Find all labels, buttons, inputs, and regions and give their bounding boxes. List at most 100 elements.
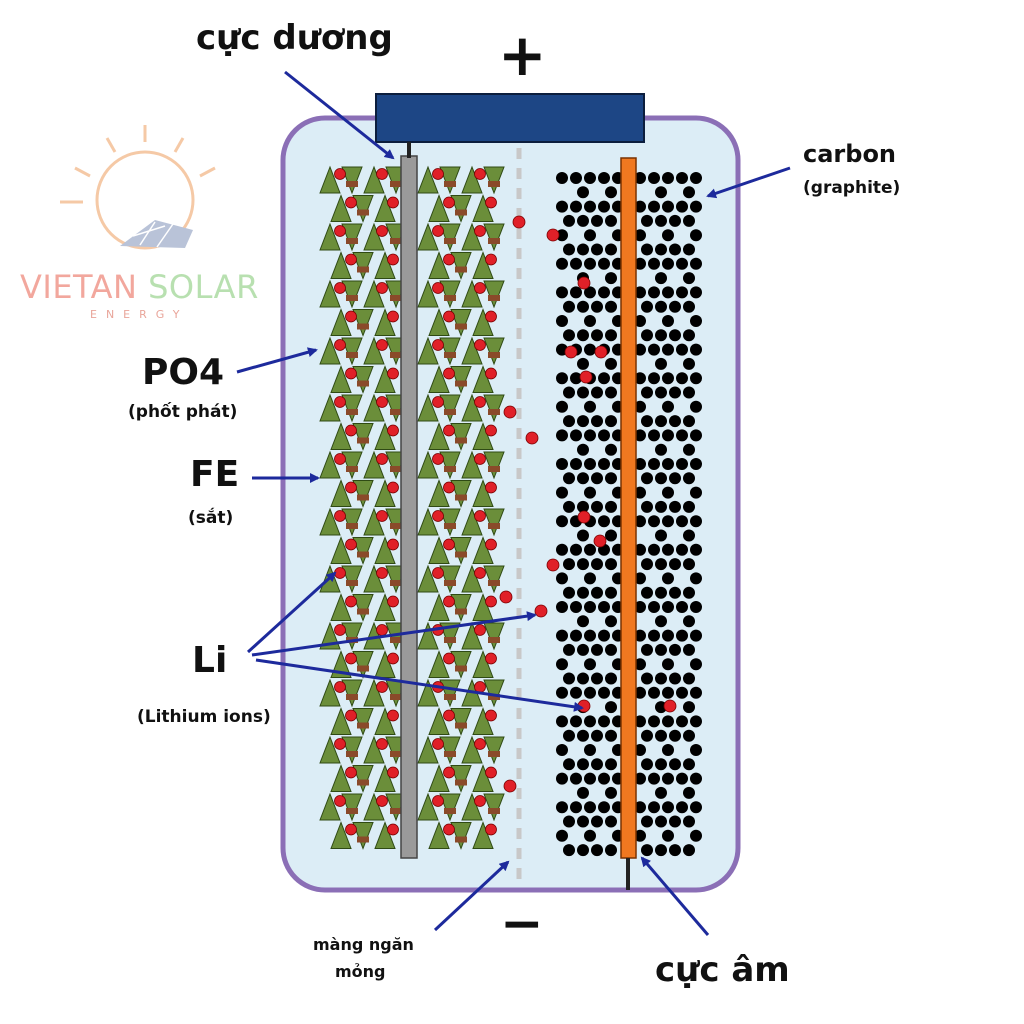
graphite-sphere [655,186,667,199]
graphite-sphere [556,629,568,642]
lithium-ion-dot [443,196,455,209]
negative-electrode-label: cực âm [655,950,790,990]
graphite-sphere [634,572,646,585]
lithium-ion-dot [432,453,444,465]
fe-block [390,181,402,187]
po4-triangle [428,821,450,849]
graphite-sphere [570,686,582,699]
graphite-sphere [556,458,568,470]
graphite-sphere [683,701,695,714]
lithium-ion-dot [443,538,455,551]
po4-triangle [450,252,472,280]
lithium-ion-dot [485,538,497,551]
lithium-ion-dot [443,823,455,836]
negative-electrode-arrow [640,856,710,936]
fe-block [455,551,467,558]
po4-triangle [461,336,483,365]
graphite-sphere [556,229,568,242]
lithium-ion-dot [443,652,455,665]
po4-triangle [450,651,472,679]
graphite-sphere [655,643,667,656]
graphite-sphere [641,472,653,485]
graphite-sphere [577,558,589,571]
graphite-sphere [570,429,582,442]
graphite-sphere [676,772,688,785]
po4-triangle [319,792,341,821]
graphite-sphere [605,415,617,428]
lithium-ion-dot [376,738,388,750]
po4-triangle [341,451,363,480]
po4-triangle [417,564,439,593]
graphite-sphere [683,815,695,828]
graphite-sphere [690,686,702,699]
graphite-sphere [683,500,695,513]
fe-block [488,694,500,700]
graphite-sphere [662,801,674,814]
graphite-sphere [605,300,617,313]
po4-triangle [352,309,374,337]
po4-triangle [352,537,374,565]
graphite-sphere [655,386,667,399]
po4-triangle [417,393,439,422]
graphite-sphere [655,357,667,370]
graphite-sphere [690,515,702,528]
graphite-sphere [570,601,582,613]
lithium-ion-dot [387,481,399,494]
graphite-sphere [648,372,660,385]
lithium-ion-dot [474,567,486,579]
graphite-sphere [605,615,617,628]
graphite-sphere [577,415,589,428]
graphite-sphere [584,458,596,470]
graphite-sphere [570,629,582,642]
po4-triangle [330,365,352,393]
graphite-sphere [577,472,589,485]
fe-block [346,523,358,529]
po4-triangle [319,336,341,365]
lithium-ion-dot [474,795,486,807]
po4-triangle [363,450,385,479]
graphite-sphere [676,629,688,642]
graphite-sphere [591,586,603,599]
graphite-sphere [570,543,582,556]
graphite-sphere [591,329,603,342]
graphite-sphere [584,286,596,299]
lithium-ions [499,215,677,793]
positive-electrode-arrow [284,70,395,160]
graphite-sphere [577,615,589,628]
carbon-sub-label: (graphite) [803,178,901,198]
lithium-ion-dot [387,196,399,209]
po4-triangle [352,822,374,850]
lithium-ion-dot [334,510,346,522]
po4-triangle [439,394,461,423]
graphite-sphere [662,372,674,385]
graphite-sphere [605,729,617,742]
lithium-ion-dot [546,228,560,242]
graphite-sphere [669,214,681,227]
po4-triangle [341,565,363,594]
sun-logo-icon [60,125,216,250]
lithium-ion-dot [499,590,513,604]
po4-triangle [417,222,439,251]
graphite-sphere [676,172,688,184]
graphite-sphere [655,615,667,628]
lithium-ion-dot [474,681,486,693]
graphite-sphere [598,629,610,642]
graphite-sphere [591,386,603,399]
fe-block [390,523,402,529]
graphite-sphere [591,844,603,857]
carbon-label: carbon [803,140,897,168]
logo-brand-b: SOLAR [148,268,259,306]
graphite-sphere [634,458,646,470]
graphite-sphere [655,214,667,227]
po4-triangle [428,707,450,735]
po4-triangle [341,736,363,765]
lithium-ion-dot [345,196,357,209]
graphite-sphere [676,372,688,385]
graphite-sphere [641,558,653,571]
graphite-sphere [556,601,568,613]
graphite-sphere [563,815,575,828]
fe-block [444,523,456,529]
graphite-sphere [648,200,660,213]
graphite-sphere [563,243,575,256]
separator-arrow [433,860,510,932]
